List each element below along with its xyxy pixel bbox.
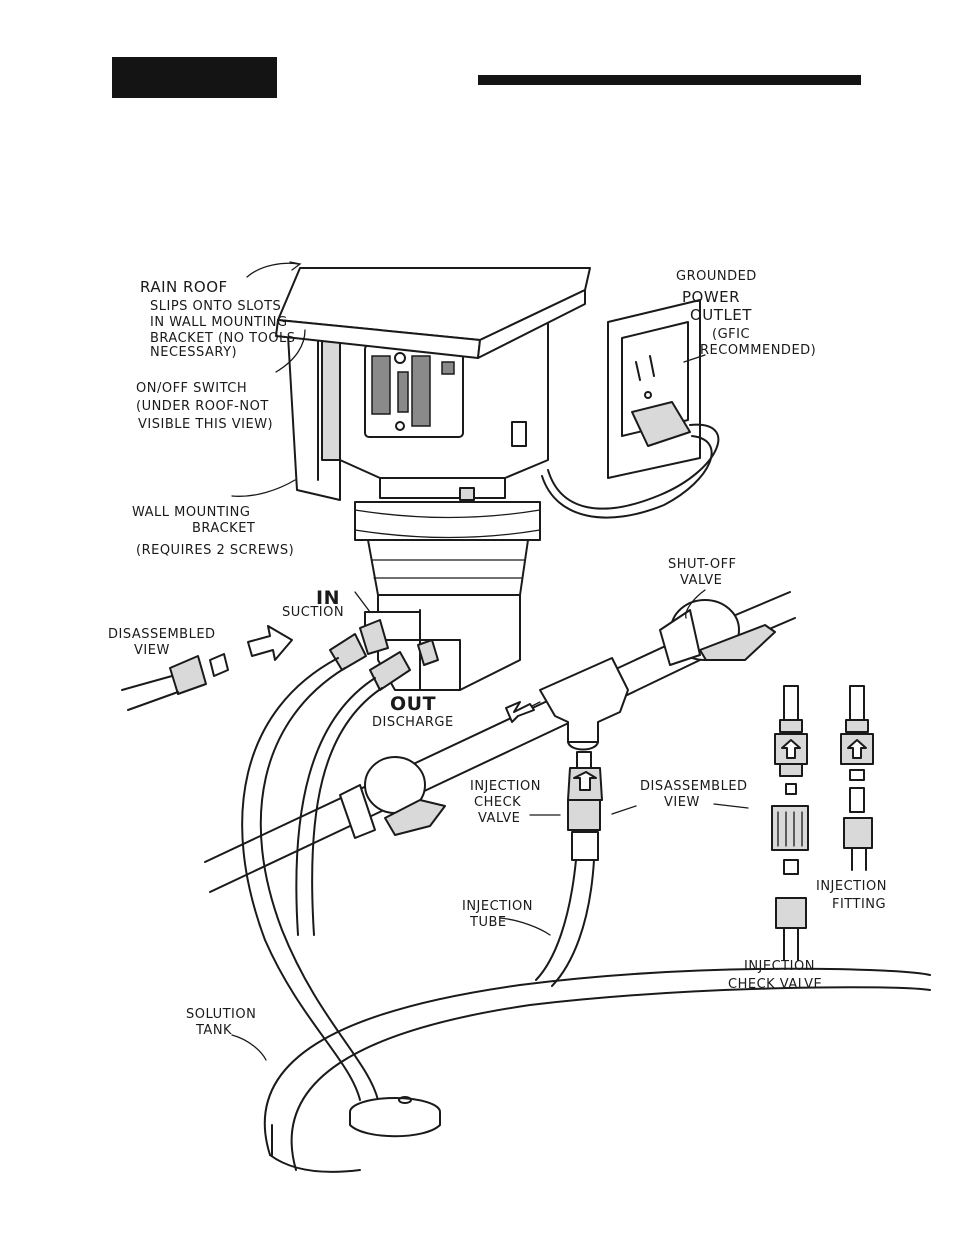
label-bracket-line2: BRACKET <box>192 521 255 536</box>
label-outlet-line2: POWER <box>682 288 740 306</box>
check-valve-arrow-icon <box>573 771 597 791</box>
power-plug <box>541 401 720 519</box>
label-disassembled-right-line2: VIEW <box>664 795 700 810</box>
section-tab <box>112 57 277 98</box>
pipe-tee <box>519 657 629 751</box>
label-solution-tank-line2: TANK <box>195 1023 232 1038</box>
label-suction: SUCTION <box>282 605 344 620</box>
tank-lid-fitting <box>349 1096 441 1138</box>
status-led-icon <box>394 352 406 364</box>
label-solution-tank-line1: SOLUTION <box>186 1007 256 1022</box>
injection-check-valve <box>567 751 603 861</box>
label-bracket-line1: WALL MOUNTING <box>132 505 250 520</box>
suction-fitting <box>329 633 367 671</box>
label-rain-roof-line3: BRACKET (NO TOOLS <box>150 331 296 346</box>
leader-lines <box>231 261 749 1061</box>
label-injection-tube-line2: TUBE <box>469 915 507 930</box>
label-switch-line2: (UNDER ROOF-NOT <box>136 399 269 414</box>
discharge-port <box>417 639 439 666</box>
label-injection-fitting-line2: FITTING <box>832 897 886 912</box>
discharge-fitting <box>369 651 411 691</box>
rain-roof <box>275 267 591 359</box>
disassembled-injection-fitting <box>840 685 874 871</box>
label-check-valve-bottom-line1: INJECTION <box>744 959 815 974</box>
disassembled-suction-fitting <box>121 625 293 711</box>
suction-tube <box>241 657 361 1101</box>
solution-tank <box>263 967 931 1173</box>
suction-port <box>359 619 389 655</box>
label-out: OUT <box>390 693 436 715</box>
label-outlet-line4: (GFIC <box>712 327 750 342</box>
label-rain-roof-line2: IN WALL MOUNTING <box>150 315 288 330</box>
pump-head <box>359 594 521 691</box>
label-check-valve-line3: VALVE <box>478 811 520 826</box>
label-injection-fitting-line1: INJECTION <box>816 879 887 894</box>
label-disassembled-right-line1: DISASSEMBLED <box>640 779 748 794</box>
discharge-tube <box>295 677 376 936</box>
label-disassembled-left-line1: DISASSEMBLED <box>108 627 216 642</box>
flow-arrow-icon <box>505 701 535 723</box>
pump-latch <box>511 421 527 447</box>
shutoff-valve <box>659 599 776 666</box>
pipe-union-lower <box>339 756 446 839</box>
power-outlet <box>607 299 701 479</box>
assembly-arrow-icon <box>247 625 293 661</box>
label-check-valve-line1: INJECTION <box>470 779 541 794</box>
label-bracket-line3: (REQUIRES 2 SCREWS) <box>136 543 294 558</box>
disassembled-check-valve-stack <box>771 685 809 961</box>
label-rain-roof-title: RAIN ROOF <box>140 278 228 296</box>
label-switch-line3: VISIBLE THIS VIEW) <box>138 417 273 432</box>
injection-tube <box>535 859 577 981</box>
label-discharge: DISCHARGE <box>372 715 454 730</box>
label-shutoff-line2: VALVE <box>680 573 722 588</box>
label-disassembled-left-line2: VIEW <box>134 643 170 658</box>
label-in: IN <box>316 587 340 609</box>
label-outlet-line3: OUTLET <box>690 306 752 324</box>
label-outlet-line1: GROUNDED <box>676 269 757 284</box>
label-rain-roof-line1: SLIPS ONTO SLOTS <box>150 299 281 314</box>
label-rain-roof-line4: NECESSARY) <box>150 345 237 360</box>
label-check-valve-bottom-line2: CHECK VALVE <box>728 977 822 992</box>
label-outlet-line5: RECOMMENDED) <box>700 343 816 358</box>
pump-body <box>339 319 549 501</box>
header-rule <box>478 75 861 85</box>
label-switch-line1: ON/OFF SWITCH <box>136 381 247 396</box>
label-injection-tube-line1: INJECTION <box>462 899 533 914</box>
label-shutoff-line1: SHUT-OFF <box>668 557 737 572</box>
pump-collar <box>354 501 541 596</box>
label-check-valve-line2: CHECK <box>474 795 521 810</box>
